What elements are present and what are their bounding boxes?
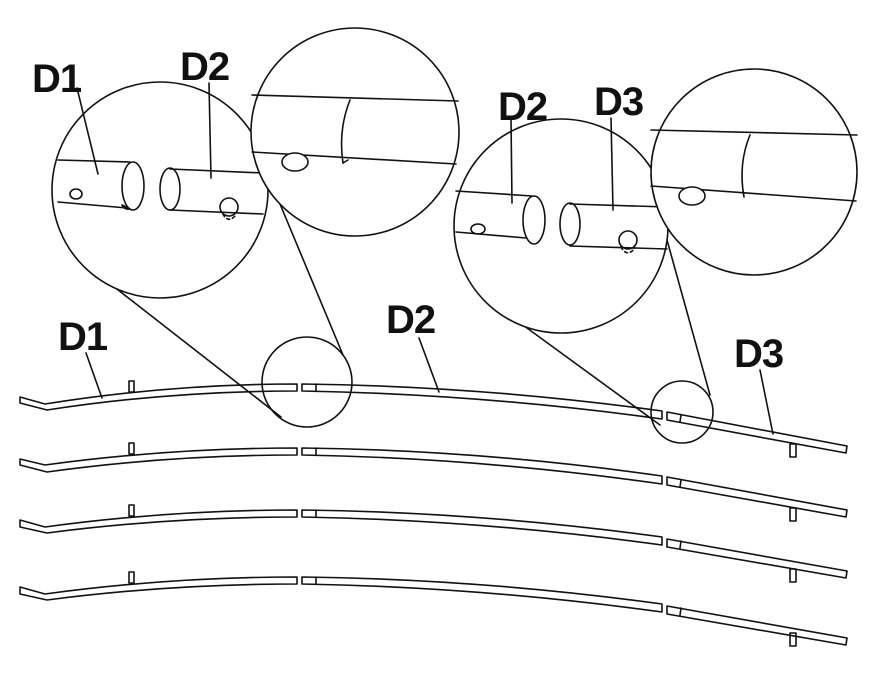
d2-hole bbox=[470, 223, 486, 235]
rail-row-3 bbox=[19, 504, 848, 583]
d2-button bbox=[219, 197, 239, 217]
zoom-circle-right-assembled bbox=[650, 68, 858, 276]
label-top-left-d2: D2 bbox=[180, 45, 229, 89]
d1-hole bbox=[69, 188, 83, 200]
leader-d2-right bbox=[510, 117, 513, 204]
label-mid-d2: D2 bbox=[386, 298, 435, 342]
label-mid-d3: D3 bbox=[734, 332, 783, 376]
rail-d1-post bbox=[128, 504, 135, 517]
rail-row-4 bbox=[19, 571, 848, 647]
rail-d1-segment bbox=[19, 576, 298, 601]
rail-d1-post bbox=[128, 380, 135, 393]
leader-mid-d2 bbox=[418, 337, 440, 393]
rail-d2-segment bbox=[301, 447, 663, 485]
rail-d3-post bbox=[789, 632, 797, 647]
rail-d3-segment bbox=[666, 411, 848, 454]
leader-mid-d3 bbox=[759, 369, 774, 435]
leader-d2 bbox=[208, 82, 212, 179]
rail-d2-segment bbox=[301, 383, 663, 420]
rail-d3-segment bbox=[666, 476, 848, 518]
zoom-circle-right bbox=[453, 117, 669, 334]
leader-d1 bbox=[76, 87, 99, 175]
rail-d1-post bbox=[128, 442, 135, 455]
leader-d3 bbox=[610, 117, 614, 211]
rail-d1-segment bbox=[19, 383, 298, 411]
zoom-circle-left-assembled bbox=[250, 27, 460, 237]
detail-circle-joint-1 bbox=[261, 336, 353, 428]
rail-d1-segment bbox=[19, 509, 298, 534]
label-mid-d1: D1 bbox=[58, 315, 108, 359]
rail-d3-post bbox=[789, 443, 797, 458]
d3-button bbox=[618, 230, 638, 250]
rail-d3-post bbox=[789, 568, 797, 583]
label-top-right-d2: D2 bbox=[498, 85, 547, 129]
label-top-right-d3: D3 bbox=[594, 80, 643, 124]
detail-circle-joint-2 bbox=[650, 380, 714, 444]
rail-d1-post bbox=[128, 571, 135, 584]
rail-d3-post bbox=[789, 507, 797, 522]
rail-d3-segment bbox=[666, 538, 848, 579]
label-top-left-d1: D1 bbox=[32, 57, 82, 101]
rail-row-1 bbox=[19, 380, 848, 458]
leader-mid-d1 bbox=[85, 352, 103, 399]
zoom-circle-left bbox=[51, 81, 269, 299]
rail-d2-segment bbox=[301, 576, 663, 613]
rail-d3-segment bbox=[666, 605, 848, 646]
rail-d1-segment bbox=[19, 447, 298, 473]
rail-d2-segment bbox=[301, 509, 663, 546]
rail-row-2 bbox=[19, 442, 848, 522]
